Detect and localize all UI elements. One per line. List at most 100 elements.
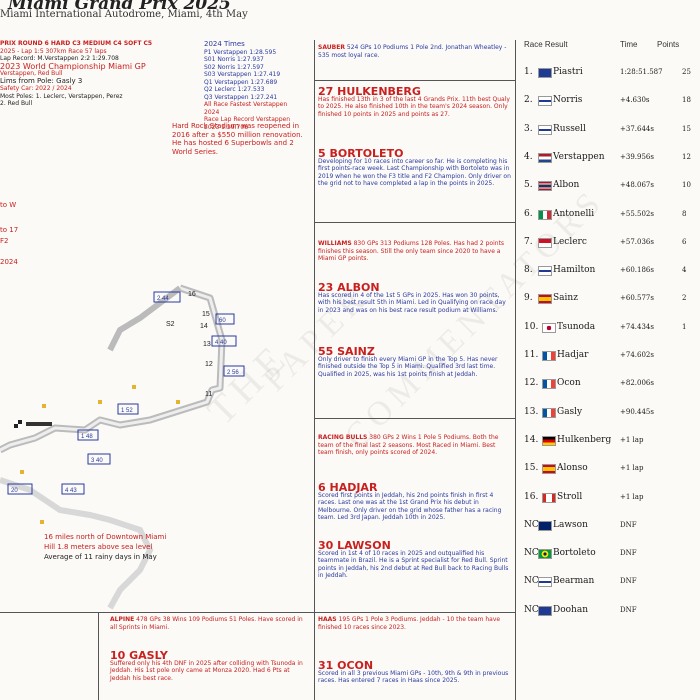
corner-box-label: 2 56 — [227, 370, 239, 376]
corner-box — [153, 291, 181, 303]
divider-col1 — [314, 40, 315, 700]
panel-haas: HAAS 195 GPs 1 Pole 3 Podiums. Jeddah - … — [318, 616, 512, 631]
result-points: 8 — [682, 209, 687, 218]
panel-heading: 55 SAINZ — [318, 345, 375, 358]
page-title: Miami Grand Prix 2025 — [8, 0, 231, 14]
australia-flag-icon — [538, 605, 552, 616]
result-driver: Alonso — [557, 463, 588, 474]
divider-row — [314, 418, 515, 419]
corner-number: 11 — [205, 391, 212, 398]
panel-heading: WILLIAMS — [318, 240, 352, 247]
result-position: 5. — [524, 180, 533, 191]
germany-flag-icon — [542, 435, 556, 446]
stadium-note: Hard Rock Stadium was reopened in 2016 a… — [172, 122, 303, 156]
panel-text: Developing for 10 races into career so f… — [318, 157, 511, 188]
corner-box — [7, 483, 33, 495]
panel-text: 478 GPs 38 Wins 109 Podiums 51 Poles. Ha… — [110, 616, 303, 631]
divider-row — [314, 80, 515, 81]
panel-text: Only driver to finish every Miami GP in … — [318, 355, 498, 378]
panel-text: 195 GPs 1 Pole 3 Podiums. Jeddah - 10 th… — [318, 616, 501, 631]
result-position: NC — [524, 519, 539, 530]
australia-flag-icon — [538, 68, 552, 78]
panel-ocon: 31 OCON Scored in all 3 previous Miami G… — [318, 660, 512, 685]
result-time: +82.006s — [620, 379, 654, 388]
corner-box-label: 3 40 — [91, 458, 103, 464]
corner-number: 15 — [202, 311, 210, 318]
result-time: +39.956s — [620, 152, 654, 161]
result-points: 4 — [682, 266, 687, 275]
corner-number: 13 — [203, 341, 211, 348]
result-position: 13. — [524, 406, 539, 417]
france-flag-icon — [542, 407, 556, 418]
panel-text: Has finished 13th in 3 of the last 4 Gra… — [318, 95, 510, 118]
times-header: 2024 Times — [204, 40, 245, 48]
result-position: 16. — [524, 491, 539, 502]
uk-flag-icon — [538, 577, 552, 588]
race-info-notes: PRIX ROUND 6 HARD C3 MEDIUM C4 SOFT C5 2… — [0, 40, 200, 108]
note-line: 2025 - Lap 1:5 307km Race 57 laps — [0, 47, 107, 55]
corner-box-label: 20 — [11, 488, 18, 494]
page-subtitle: Miami International Autodrome, Miami, 4t… — [0, 9, 248, 20]
result-driver: Hadjar — [557, 350, 589, 360]
netherlands-flag-icon — [538, 152, 552, 163]
result-position: NC — [524, 604, 539, 615]
result-time: +60.186s — [620, 266, 654, 275]
panel-williams: WILLIAMS 830 GPs 313 Podiums 128 Poles. … — [318, 240, 512, 263]
note-line: F2 — [0, 237, 9, 245]
sector-label: S2 — [166, 321, 175, 328]
result-row: 14.Hulkenberg+1 lap — [520, 435, 700, 455]
panel-heading: 5 BORTOLETO — [318, 147, 404, 160]
note-line: 2023 World Championship Miami GP — [0, 61, 146, 71]
monaco-flag-icon — [538, 237, 552, 248]
divider-row — [314, 222, 515, 223]
note-line: Lims from Pole: Gasly 3 — [0, 76, 83, 85]
result-driver: Antonelli — [553, 208, 595, 219]
corner-box-label: 4 43 — [65, 488, 77, 494]
result-position: 4. — [524, 151, 533, 162]
corner-number: 12 — [205, 361, 213, 368]
track-segment — [0, 477, 154, 610]
result-position: NC — [524, 548, 539, 559]
car-icon — [26, 422, 52, 426]
result-driver: Lawson — [553, 519, 588, 530]
divider-col — [98, 612, 99, 700]
panel-gasly: 10 GASLY Suffered only his 4th DNF in 20… — [110, 650, 310, 682]
note-line: Most Poles: 1. Leclerc, Verstappen, Pere… — [0, 92, 123, 100]
result-row: 12.Ocon+82.006s — [520, 378, 700, 398]
result-position: 2. — [524, 95, 533, 106]
corner-box-label: 4 40 — [215, 340, 227, 346]
track-map: 2 44 60 4 40 2 56 1 52 1 48 3 40 4 43 20… — [0, 284, 245, 610]
time-line: Race Lap Record Verstappen 2023 1:29.708 — [204, 116, 291, 131]
result-position: 11. — [524, 350, 539, 360]
result-position: 6. — [524, 208, 533, 219]
result-driver: Doohan — [553, 604, 589, 615]
time-line: S02 Norris 1:27.597 — [204, 63, 264, 71]
result-time: DNF — [620, 577, 637, 586]
result-row: 13.Gasly+90.445s — [520, 407, 700, 427]
track-segment — [107, 285, 182, 352]
result-points: 6 — [682, 237, 687, 246]
panel-text: Scored first points in Jeddah, his 2nd p… — [318, 491, 502, 522]
thailand-flag-icon — [538, 181, 552, 192]
time-line: Q3 Verstappen 1:27.241 — [204, 93, 278, 101]
result-time: 1:28:51.587 — [620, 68, 663, 76]
uk-flag-icon — [538, 96, 552, 107]
result-driver: Sainz — [553, 293, 578, 304]
time-line: Q1 Verstappen 1:27.689 — [204, 78, 278, 86]
panel-text: Has scored in 4 of the 1st 5 GPs in 2025… — [318, 291, 506, 314]
spain-flag-icon — [542, 464, 556, 475]
result-driver: Piastri — [553, 67, 583, 77]
result-driver: Hulkenberg — [557, 434, 612, 445]
panel-sauber: SAUBER 524 GPs 10 Podiums 1 Pole 2nd. Jo… — [318, 44, 512, 59]
result-position: 9. — [524, 293, 533, 304]
corner-box-label: 1 52 — [121, 408, 133, 414]
result-position: 8. — [524, 265, 533, 276]
time-line: All Race Fastest Verstappen 2024 — [204, 101, 288, 116]
